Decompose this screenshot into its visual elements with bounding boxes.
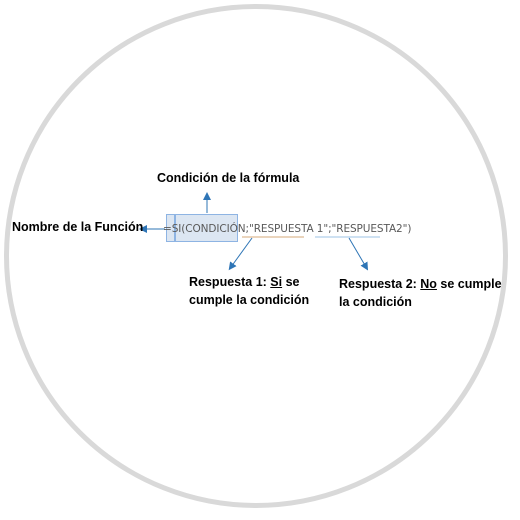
- respuesta-2-line-1: Respuesta 2: No se cumple: [339, 275, 502, 293]
- respuesta-2-line-2: la condición: [339, 295, 412, 309]
- formula-equals: =: [163, 223, 172, 235]
- arrow-to-respuesta-1-label: [228, 237, 253, 271]
- respuesta-2-keyword: No: [420, 277, 437, 291]
- formula-separator-1: ;: [245, 223, 250, 235]
- circle-frame: [4, 4, 508, 508]
- formula-text: =SI(CONDICIÓN;"RESPUESTA 1";"RESPUESTA2"…: [163, 221, 411, 237]
- respuesta-1-prefix: Respuesta 1:: [189, 275, 271, 289]
- formula-close-paren: ): [407, 223, 412, 235]
- respuesta-1-suffix: se: [282, 275, 300, 289]
- respuesta-2-label: Respuesta 2: No se cumple la condición: [339, 275, 502, 311]
- condition-label: Condición de la fórmula: [157, 171, 300, 185]
- respuesta-2-prefix: Respuesta 2:: [339, 277, 421, 291]
- formula-condition: CONDICIÓN: [185, 223, 246, 235]
- respuesta-1-line-2: cumple la condición: [189, 293, 310, 307]
- arrow-to-respuesta-2-label: [348, 237, 369, 271]
- respuesta-2-suffix: se cumple: [436, 277, 502, 291]
- function-highlight-box: [166, 214, 175, 242]
- formula-open-paren: (: [181, 223, 186, 235]
- respuesta-1-line-1: Respuesta 1: Si se: [189, 273, 309, 291]
- respuesta-1-label: Respuesta 1: Si se cumple la condición: [189, 273, 309, 309]
- condition-highlight-box: [175, 214, 238, 242]
- formula-respuesta-1: "RESPUESTA 1": [249, 223, 329, 235]
- formula-respuesta-2: "RESPUESTA2": [331, 223, 408, 235]
- function-name-label: Nombre de la Función: [12, 220, 144, 234]
- formula-function-name: SI: [171, 223, 182, 235]
- formula-separator-2: ;: [328, 223, 332, 235]
- respuesta-1-keyword: Si: [270, 275, 283, 289]
